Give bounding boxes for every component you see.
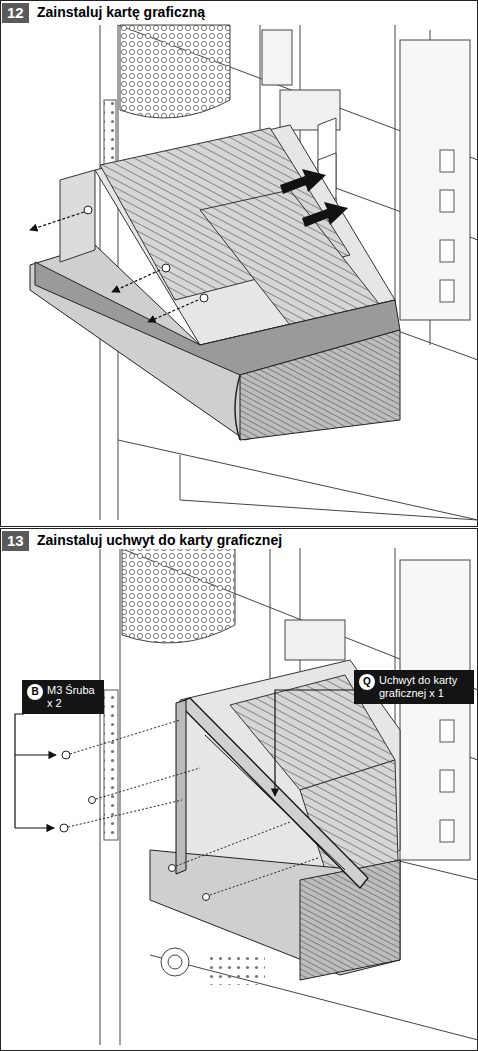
- part-letter: B: [27, 684, 43, 700]
- part-letter: Q: [359, 674, 375, 690]
- node-text: 13: [7, 532, 24, 550]
- node-text: M3 Śruba x 2: [47, 684, 99, 710]
- node-text: Uchwyt do karty graficznej x 1: [379, 674, 469, 700]
- step-number: 13: [2, 531, 29, 551]
- part-callout: Uchwyt do karty graficznej x 1Q: [354, 670, 474, 704]
- step-title: Zainstaluj uchwyt do karty graficznej: [34, 531, 285, 549]
- part-callout: M3 Śruba x 2B: [22, 680, 104, 714]
- node-text: 12: [7, 4, 24, 22]
- node-text: Q: [359, 674, 375, 690]
- step-number: 12: [2, 3, 29, 23]
- node-text: B: [27, 684, 43, 700]
- step-title: Zainstaluj kartę graficzną: [34, 3, 208, 21]
